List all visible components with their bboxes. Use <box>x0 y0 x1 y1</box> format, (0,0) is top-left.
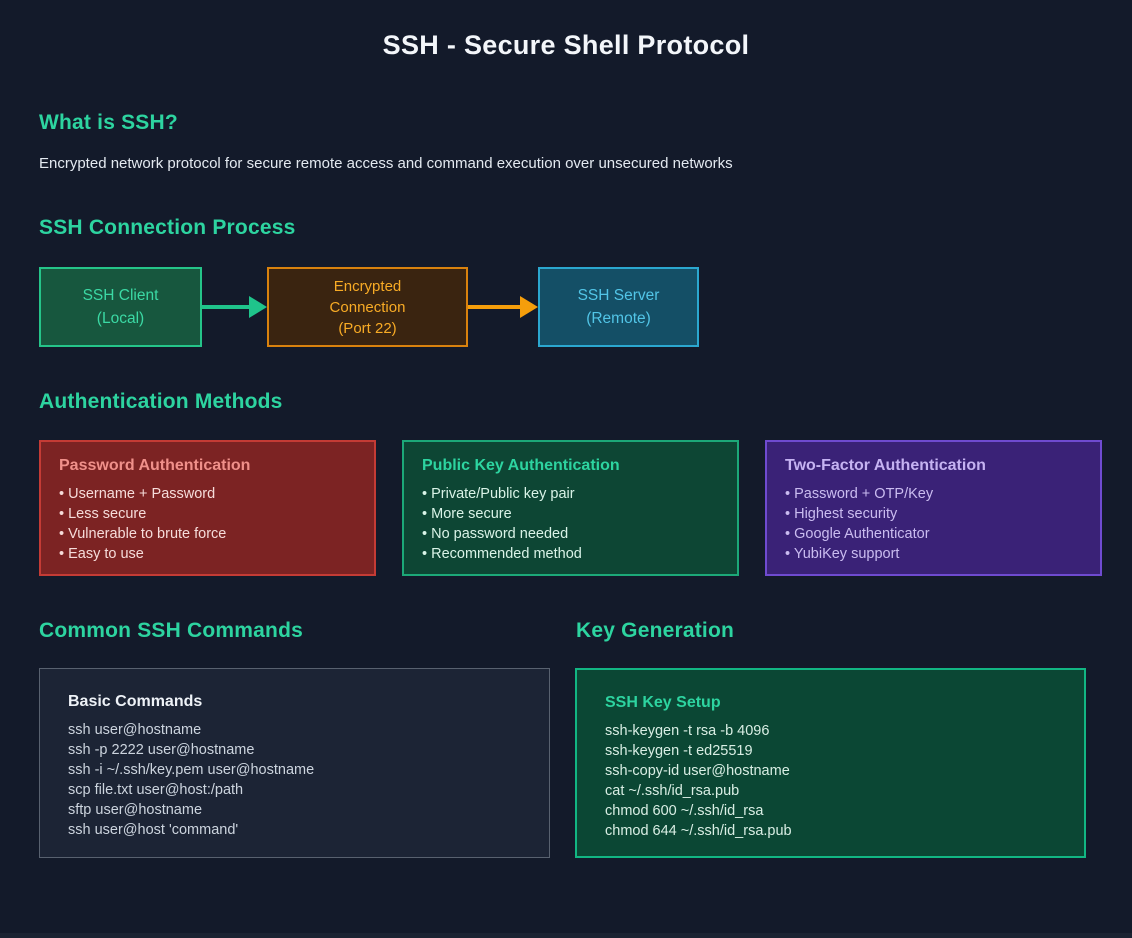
ssh-client-label: SSH Client <box>82 287 159 304</box>
arrow-shaft <box>468 305 520 309</box>
command-line: ssh-keygen -t ed25519 <box>605 743 753 759</box>
command-line: sftp user@hostname <box>68 802 203 818</box>
list-item: Recommended method <box>422 544 719 564</box>
public-key-auth-title: Public Key Authentication <box>422 457 620 474</box>
command-line: ssh-copy-id user@hostname <box>605 763 790 779</box>
auth-cards-row: Password Authentication Username + Passw… <box>39 440 1102 576</box>
password-auth-card: Password Authentication Username + Passw… <box>39 440 376 576</box>
ssh-server-label: SSH Server <box>577 287 660 304</box>
two-factor-auth-title: Two-Factor Authentication <box>785 457 986 474</box>
list-item: Easy to use <box>59 544 356 564</box>
list-item: Less secure <box>59 504 356 524</box>
bottom-edge <box>0 933 1132 938</box>
connection-flow-diagram: SSH Client (Local) Encrypted Connection … <box>39 267 699 347</box>
public-key-auth-card: Public Key Authentication Private/Public… <box>402 440 739 576</box>
heading-common-ssh-commands: Common SSH Commands <box>39 619 303 642</box>
ssh-key-setup-box: SSH Key Setup ssh-keygen -t rsa -b 4096 … <box>575 668 1086 858</box>
heading-connection-process: SSH Connection Process <box>39 216 296 239</box>
command-line: ssh -p 2222 user@hostname <box>68 742 255 758</box>
ssh-server-node: SSH Server (Remote) <box>538 267 699 347</box>
two-factor-auth-card: Two-Factor Authentication Password + OTP… <box>765 440 1102 576</box>
list-item: YubiKey support <box>785 544 1082 564</box>
command-line: ssh -i ~/.ssh/key.pem user@hostname <box>68 762 315 778</box>
arrow-right-icon <box>202 267 267 347</box>
ssh-description: Encrypted network protocol for secure re… <box>39 155 733 172</box>
command-line: scp file.txt user@host:/path <box>68 782 244 798</box>
ssh-key-setup-title: SSH Key Setup <box>605 694 721 711</box>
password-auth-title: Password Authentication <box>59 457 251 474</box>
basic-commands-title: Basic Commands <box>68 693 203 710</box>
page-title: SSH - Secure Shell Protocol <box>382 30 750 60</box>
basic-commands-box: Basic Commands ssh user@hostname ssh -p … <box>39 668 550 858</box>
arrow-head <box>520 296 538 318</box>
command-line: chmod 644 ~/.ssh/id_rsa.pub <box>605 823 792 839</box>
ssh-client-sublabel: (Local) <box>96 310 145 327</box>
heading-key-generation: Key Generation <box>576 619 735 642</box>
encrypted-label-1: Encrypted <box>333 277 402 295</box>
arrow-shaft <box>202 305 249 309</box>
list-item: Google Authenticator <box>785 524 1082 544</box>
command-line: ssh-keygen -t rsa -b 4096 <box>605 723 770 739</box>
ssh-server-sublabel: (Remote) <box>586 310 651 327</box>
ssh-client-node: SSH Client (Local) <box>39 267 202 347</box>
command-line: ssh user@hostname <box>68 722 202 738</box>
list-item: More secure <box>422 504 719 524</box>
list-item: No password needed <box>422 524 719 544</box>
list-item: Password + OTP/Key <box>785 484 1082 504</box>
heading-what-is-ssh: What is SSH? <box>39 111 178 134</box>
encrypted-label-3: (Port 22) <box>338 319 397 337</box>
heading-authentication-methods: Authentication Methods <box>39 390 283 413</box>
command-line: chmod 600 ~/.ssh/id_rsa <box>605 803 764 819</box>
encrypted-connection-node: Encrypted Connection (Port 22) <box>267 267 468 347</box>
list-item: Highest security <box>785 504 1082 524</box>
arrow-right-icon <box>468 267 538 347</box>
command-line: ssh user@host 'command' <box>68 822 239 838</box>
encrypted-label-2: Connection <box>329 298 406 316</box>
command-line: cat ~/.ssh/id_rsa.pub <box>605 783 740 799</box>
list-item: Private/Public key pair <box>422 484 719 504</box>
list-item: Vulnerable to brute force <box>59 524 356 544</box>
arrow-head <box>249 296 267 318</box>
list-item: Username + Password <box>59 484 356 504</box>
